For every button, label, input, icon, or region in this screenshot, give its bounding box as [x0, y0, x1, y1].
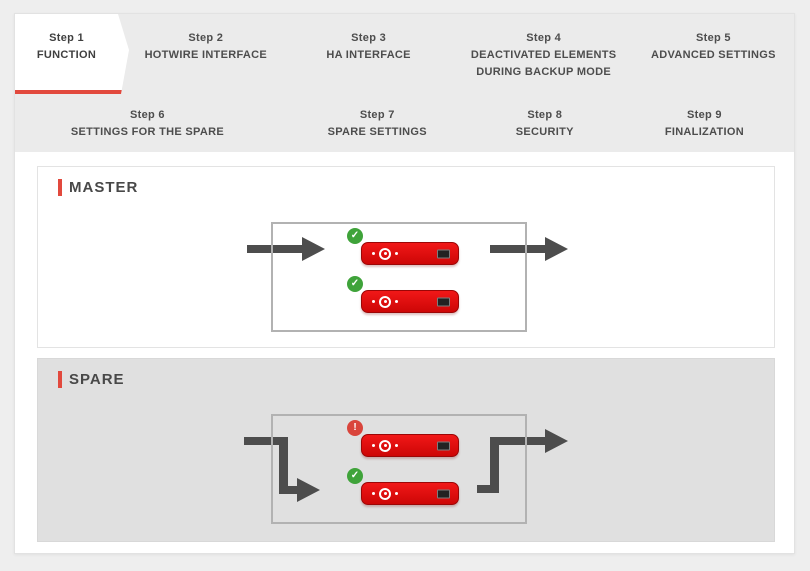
bent-arrow-up-icon	[545, 429, 568, 453]
step-number: Step 9	[687, 109, 722, 121]
step-label: SETTINGS FOR THE SPARE	[70, 126, 224, 138]
device-display	[437, 441, 450, 450]
wizard-card: Step 1 FUNCTION Step 2 HOTWIRE INTERFACE…	[14, 13, 795, 554]
step-label: SECURITY	[515, 126, 574, 138]
tab-step-4-deactivated-elements[interactable]: Step 4 DEACTIVATED ELEMENTS DURING BACKU…	[455, 14, 633, 94]
tab-step-3-ha-interface[interactable]: Step 3 HA INTERFACE	[283, 14, 455, 94]
spare-device-box: ! ✓	[271, 414, 527, 524]
spare-panel: SPARE ! ✓	[37, 358, 775, 542]
bent-arrow-down-icon	[297, 478, 320, 502]
tab-step-2-hotwire-interface[interactable]: Step 2 HOTWIRE INTERFACE	[129, 14, 283, 94]
panel-title-text: SPARE	[69, 371, 125, 388]
step-number: Step 4	[526, 32, 562, 44]
bent-arrow-up-icon	[490, 437, 499, 493]
appliance-device-2: ✓	[347, 276, 459, 313]
step-number: Step 3	[351, 32, 386, 44]
tab-step-9-finalization[interactable]: Step 9 FINALIZATION	[615, 94, 794, 152]
master-panel-title: MASTER	[58, 179, 138, 196]
device-display	[437, 489, 450, 498]
red-accent-bar	[58, 371, 62, 388]
bent-arrow-up-icon	[490, 437, 546, 445]
step-text: Step 1 FUNCTION	[15, 30, 118, 64]
tab-step-6-settings-for-the-spare[interactable]: Step 6 SETTINGS FOR THE SPARE	[15, 94, 280, 152]
step-navigation: Step 1 FUNCTION Step 2 HOTWIRE INTERFACE…	[15, 14, 794, 152]
arrow-right-icon	[545, 237, 568, 261]
active-step-underline	[15, 90, 123, 94]
status-ok-check-icon: ✓	[347, 276, 363, 292]
step-number: Step 7	[359, 109, 395, 121]
device-logo-icon	[372, 487, 398, 500]
step-number: Step 1	[49, 32, 84, 44]
step-label: HOTWIRE INTERFACE	[144, 49, 267, 61]
check-glyph: ✓	[350, 470, 360, 481]
step-row-1: Step 1 FUNCTION Step 2 HOTWIRE INTERFACE…	[15, 14, 794, 94]
device-logo-icon	[372, 295, 398, 308]
bent-arrow-down-icon	[279, 486, 298, 494]
appliance-device-1-failed: !	[347, 420, 459, 457]
tab-step-5-advanced-settings[interactable]: Step 5 ADVANCED SETTINGS	[633, 14, 794, 94]
step-number: Step 5	[695, 32, 731, 44]
step-label: SPARE SETTINGS	[327, 126, 427, 138]
tab-step-8-security[interactable]: Step 8 SECURITY	[475, 94, 615, 152]
panel-title-text: MASTER	[69, 179, 139, 196]
master-panel: MASTER ✓ ✓	[37, 166, 775, 348]
step-number: Step 2	[188, 32, 224, 44]
step-number: Step 6	[130, 109, 165, 121]
exclamation-glyph: !	[353, 422, 357, 433]
status-ok-check-icon: ✓	[347, 228, 363, 244]
step-label: ADVANCED SETTINGS	[651, 49, 776, 61]
step-label: FUNCTION	[36, 49, 97, 61]
step-number: Step 8	[527, 109, 563, 121]
appliance-device-2-active: ✓	[347, 468, 459, 505]
step-label: FINALIZATION	[664, 126, 744, 138]
appliance-device-1: ✓	[347, 228, 459, 265]
bent-arrow-down-icon	[244, 437, 288, 445]
spare-panel-title: SPARE	[58, 371, 125, 388]
step-row-2: Step 6 SETTINGS FOR THE SPARE Step 7 SPA…	[15, 94, 794, 152]
device-logo-icon	[372, 439, 398, 452]
tab-step-1-function[interactable]: Step 1 FUNCTION	[15, 14, 129, 94]
check-glyph: ✓	[350, 230, 360, 241]
arrow-right-icon	[490, 245, 546, 253]
step-label: DEACTIVATED ELEMENTS DURING BACKUP MODE	[470, 49, 617, 78]
arrow-right-icon	[302, 237, 325, 261]
status-ok-check-icon: ✓	[347, 468, 363, 484]
red-accent-bar	[58, 179, 62, 196]
status-error-exclamation-icon: !	[347, 420, 363, 436]
device-display	[437, 249, 450, 258]
step-label: HA INTERFACE	[326, 49, 411, 61]
bent-arrow-up-icon	[477, 485, 499, 493]
bent-arrow-down-icon	[279, 437, 288, 494]
device-logo-icon	[372, 247, 398, 260]
master-device-box: ✓ ✓	[271, 222, 527, 332]
arrow-right-icon	[247, 245, 303, 253]
tab-step-7-spare-settings[interactable]: Step 7 SPARE SETTINGS	[280, 94, 475, 152]
check-glyph: ✓	[350, 278, 360, 289]
device-display	[437, 297, 450, 306]
